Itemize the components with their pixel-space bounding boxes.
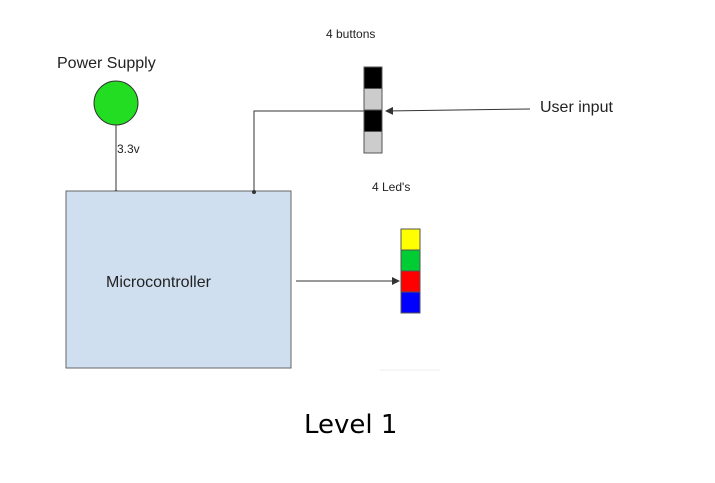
microcontroller-label: Microcontroller — [106, 274, 211, 291]
microcontroller-block — [65, 190, 292, 369]
voltage-label: 3.3v — [117, 142, 140, 156]
buttons-label: 4 buttons — [326, 27, 376, 41]
user-input-label: User input — [540, 99, 613, 116]
power-supply-label: Power Supply — [57, 55, 156, 72]
diagram-caption: Level 1 — [304, 410, 398, 440]
led-segment-3 — [400, 270, 421, 293]
led-segment-1 — [400, 228, 421, 251]
buttons-connection-line — [253, 110, 364, 191]
button-segment-2 — [363, 88, 383, 111]
leds-label: 4 Led's — [372, 180, 411, 194]
led-segment-2 — [400, 249, 421, 272]
button-segment-4 — [363, 131, 383, 154]
buttons-stack — [363, 66, 383, 154]
leds-stack — [400, 228, 421, 314]
button-segment-1 — [363, 66, 383, 89]
buttons-connection-dot — [252, 190, 256, 194]
button-segment-3 — [363, 109, 383, 132]
led-segment-4 — [400, 291, 421, 314]
power-supply-node — [93, 80, 139, 126]
user-input-arrow — [385, 106, 531, 115]
